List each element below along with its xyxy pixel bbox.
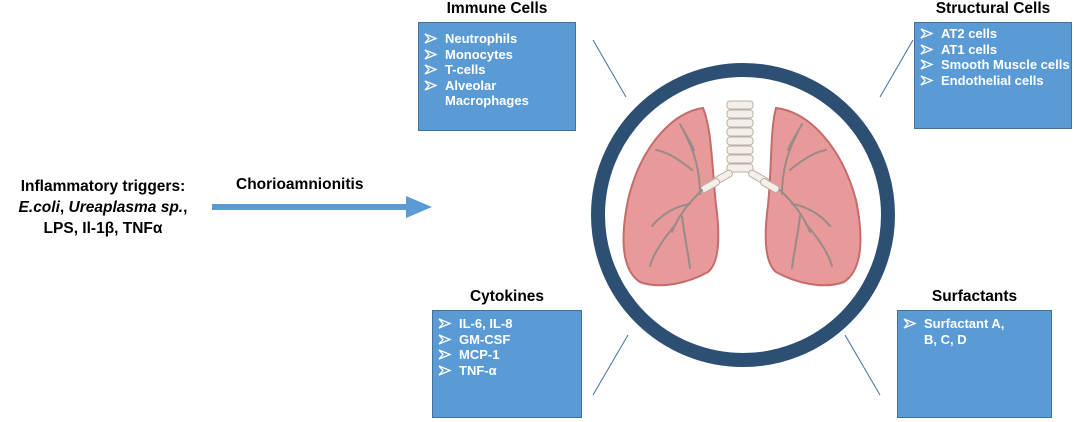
lungs-icon	[622, 100, 862, 287]
arrow-bullet-icon	[424, 33, 438, 44]
arrow-bullet-icon	[424, 79, 438, 91]
triggers-sep: ,	[59, 199, 69, 216]
connector-structural	[879, 39, 914, 98]
ureaplasma-label: Ureaplasma sp.	[68, 199, 184, 216]
arrow-bullet-icon	[438, 318, 452, 329]
arrow-bullet-icon	[438, 333, 452, 345]
triggers-line-1: Inflammatory triggers:	[20, 178, 186, 195]
list-item: Smooth Muscle cells	[915, 57, 1071, 73]
structural-item-3: Endothelial cells	[941, 72, 1044, 88]
structural-item-2: Smooth Muscle cells	[941, 57, 1070, 72]
inflammatory-triggers: Inflammatory triggers: E.coli, Ureaplasm…	[0, 176, 206, 239]
list-item: Neutrophils	[419, 31, 575, 47]
arrow-bullet-icon	[920, 43, 934, 55]
list-item: B, C, D	[898, 332, 1051, 348]
surfactants-box: Surfactant A, B, C, D	[897, 310, 1052, 418]
structural-item-1: AT1 cells	[941, 41, 998, 57]
cytokines-box: IL-6, IL-8 GM-CSF MCP-1 TNF-α	[432, 310, 582, 418]
connector-surfactants	[844, 334, 881, 396]
list-item: GM-CSF	[433, 332, 581, 348]
arrow-bullet-icon	[424, 48, 438, 60]
list-item: Alveolar	[419, 78, 575, 94]
arrow-bullet-icon	[903, 318, 917, 329]
cytokine-item-1: GM-CSF	[459, 331, 511, 347]
list-item: AT1 cells	[915, 42, 1071, 58]
list-item: T-cells	[419, 62, 575, 78]
cytokines-title: Cytokines	[469, 288, 545, 305]
immune-item-2: T-cells	[445, 62, 486, 77]
list-item: IL-6, IL-8	[433, 316, 581, 332]
immune-item-3: Alveolar	[445, 77, 497, 93]
immune-cells-box: Neutrophils Monocytes T-cells Alveolar M…	[418, 22, 576, 131]
arrow-bullet-icon	[438, 364, 452, 376]
triggers-line-2: E.coli, Ureaplasma sp.,	[0, 197, 206, 218]
arrow-bullet-icon	[920, 28, 934, 39]
structural-item-0: AT2 cells	[941, 26, 998, 41]
arrow-bullet-icon	[920, 74, 934, 86]
arrow-bullet-icon	[424, 64, 438, 75]
surfactant-item-1: B, C, D	[924, 331, 967, 347]
structural-cells-title: Structural Cells	[935, 0, 1051, 17]
arrow-bullet-icon	[438, 349, 452, 360]
arrow-bullet-icon	[920, 59, 934, 70]
cytokine-item-3: TNF-α	[459, 362, 497, 378]
structural-cells-box: AT2 cells AT1 cells Smooth Muscle cells …	[914, 22, 1072, 129]
triggers-end: ,	[183, 199, 188, 216]
immune-item-1: Monocytes	[445, 46, 513, 62]
triggers-line-3: LPS, Il-1β, TNFα	[43, 220, 163, 237]
cytokine-item-0: IL-6, IL-8	[459, 316, 513, 331]
connector-cytokines	[592, 334, 629, 396]
list-item: Endothelial cells	[915, 73, 1071, 89]
list-item: Surfactant A,	[898, 316, 1051, 332]
list-item: TNF-α	[433, 363, 581, 379]
list-item: MCP-1	[433, 347, 581, 363]
immune-item-4: Macrophages	[445, 93, 529, 108]
immune-cells-title: Immune Cells	[446, 0, 548, 17]
list-item: AT2 cells	[915, 26, 1071, 42]
right-arrow-icon	[212, 196, 432, 218]
connector-immune	[592, 39, 627, 98]
cytokine-item-2: MCP-1	[459, 347, 500, 362]
chorioamnionitis-label: Chorioamnionitis	[236, 176, 364, 193]
ecoli-label: E.coli	[18, 199, 60, 216]
list-item: Monocytes	[419, 47, 575, 63]
surfactants-title: Surfactants	[931, 288, 1018, 305]
list-item: Macrophages	[419, 93, 575, 109]
immune-item-0: Neutrophils	[445, 31, 518, 46]
surfactant-item-0: Surfactant A,	[924, 316, 1005, 331]
